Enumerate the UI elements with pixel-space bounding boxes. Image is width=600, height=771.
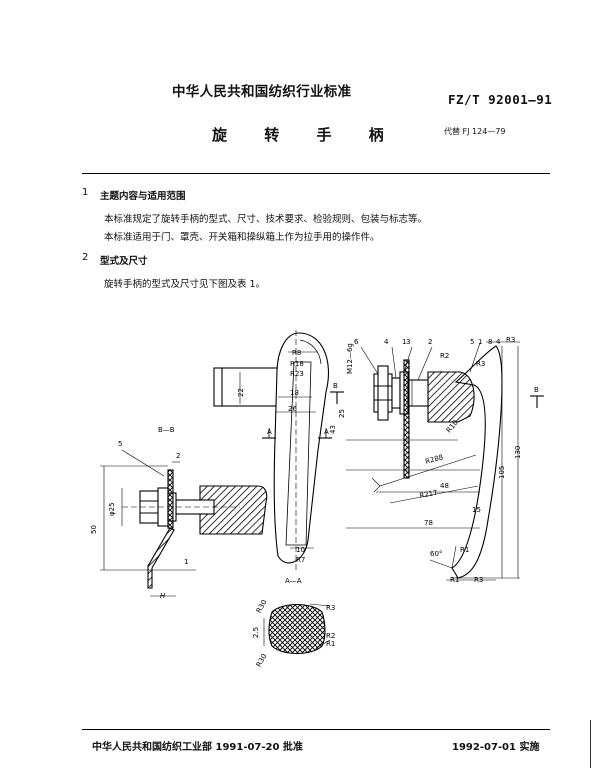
dim-26: 26 bbox=[288, 405, 297, 413]
dim-130: 130 bbox=[514, 446, 522, 459]
dim-50: 50 bbox=[90, 525, 98, 534]
dim-r30-bottom: R30 bbox=[255, 653, 269, 669]
mark-b-right: B bbox=[534, 386, 539, 394]
dim-r2-aa: R2 bbox=[326, 632, 335, 640]
section-2-number: 2 bbox=[82, 252, 89, 263]
dim-thread: M12—6g bbox=[346, 343, 354, 374]
dim-r3-top: R3 bbox=[506, 336, 515, 344]
document-title: 旋 转 手 柄 bbox=[212, 126, 400, 144]
part-1-right: 1 bbox=[478, 338, 482, 346]
dim-r288: R288 bbox=[424, 453, 444, 466]
effective-date: 1992-07-01 实施 bbox=[452, 742, 540, 753]
dim-r18: R18 bbox=[290, 360, 304, 368]
dim-r23: R23 bbox=[290, 370, 304, 378]
section-aa-view bbox=[263, 603, 331, 655]
dim-h: H bbox=[160, 592, 166, 600]
part-5-right: 5 bbox=[470, 338, 474, 346]
mark-a-left: A bbox=[267, 428, 272, 436]
part-5: 5 bbox=[118, 440, 122, 448]
standard-number: FZ/T 92001—91 bbox=[448, 92, 553, 107]
section-1-number: 1 bbox=[82, 187, 89, 198]
dim-dia25: φ25 bbox=[108, 502, 116, 516]
footer-rule bbox=[82, 729, 550, 730]
header-rule bbox=[82, 173, 550, 174]
part-1: 1 bbox=[402, 338, 406, 346]
dim-angle: 60° bbox=[430, 550, 442, 558]
dim-22: 22 bbox=[237, 388, 245, 397]
part-4: 4 bbox=[384, 338, 389, 346]
dim-1: 1 bbox=[184, 558, 188, 566]
page-edge-mark bbox=[590, 720, 591, 768]
dim-r30-top: R30 bbox=[255, 599, 269, 615]
part-8: 8 bbox=[488, 338, 492, 346]
approval-line: 中华人民共和国纺织工业部 1991-07-20 批准 bbox=[92, 742, 303, 753]
part-6: 6 bbox=[354, 338, 359, 346]
dim-r1-aa: R1 bbox=[326, 640, 335, 648]
part-4-right: 4 bbox=[496, 338, 501, 346]
section-bb-label: B—B bbox=[158, 426, 175, 434]
dim-15: 15 bbox=[472, 506, 481, 514]
section-bb-view bbox=[100, 449, 268, 597]
handle-side-view bbox=[330, 341, 544, 581]
section-aa-label: A—A bbox=[285, 577, 302, 585]
section-1-paragraph-1: 本标准规定了旋转手柄的型式、尺寸、技术要求、检验规则、包装与标志等。 bbox=[104, 214, 428, 225]
dim-2: 2 bbox=[176, 452, 180, 460]
replaces-note: 代替 FJ 124—79 bbox=[444, 127, 506, 136]
dim-25: 25 bbox=[338, 409, 346, 418]
dim-r3-aa: R3 bbox=[326, 604, 335, 612]
section-2-paragraph-1: 旋转手柄的型式及尺寸见下图及表 1。 bbox=[104, 279, 266, 290]
dim-r1-side: R1 bbox=[460, 546, 469, 554]
dim-r3-mid: R3 bbox=[476, 360, 485, 368]
mark-b-left: B bbox=[333, 382, 338, 390]
dim-r217: R217 bbox=[419, 489, 438, 500]
dim-43: 43 bbox=[329, 425, 337, 434]
dim-r7: R7 bbox=[296, 556, 305, 564]
dim-r1-bottom: R1 bbox=[450, 576, 459, 584]
dim-10: 10 bbox=[296, 546, 305, 554]
dim-48: 48 bbox=[440, 482, 449, 490]
section-1-heading: 主题内容与适用范围 bbox=[100, 191, 186, 202]
section-2-heading: 型式及尺寸 bbox=[100, 256, 148, 267]
dim-105: 105 bbox=[498, 466, 506, 479]
part-3: 3 bbox=[406, 338, 410, 346]
handle-front-view bbox=[213, 330, 332, 570]
dim-r2-top: R2 bbox=[440, 352, 449, 360]
dim-r8: R8 bbox=[292, 349, 301, 357]
dim-78: 78 bbox=[424, 519, 433, 527]
dim-18: 18 bbox=[290, 389, 299, 397]
dim-r3-bottom: R3 bbox=[474, 576, 483, 584]
mark-a-right: A bbox=[324, 428, 329, 436]
part-2: 2 bbox=[428, 338, 432, 346]
section-1-paragraph-2: 本标准适用于门、罩壳、开关箱和操纵箱上作为拉手用的操作件。 bbox=[104, 232, 380, 243]
dim-2-5: 2.5 bbox=[252, 627, 260, 638]
issuing-organization: 中华人民共和国纺织行业标准 bbox=[172, 84, 352, 100]
